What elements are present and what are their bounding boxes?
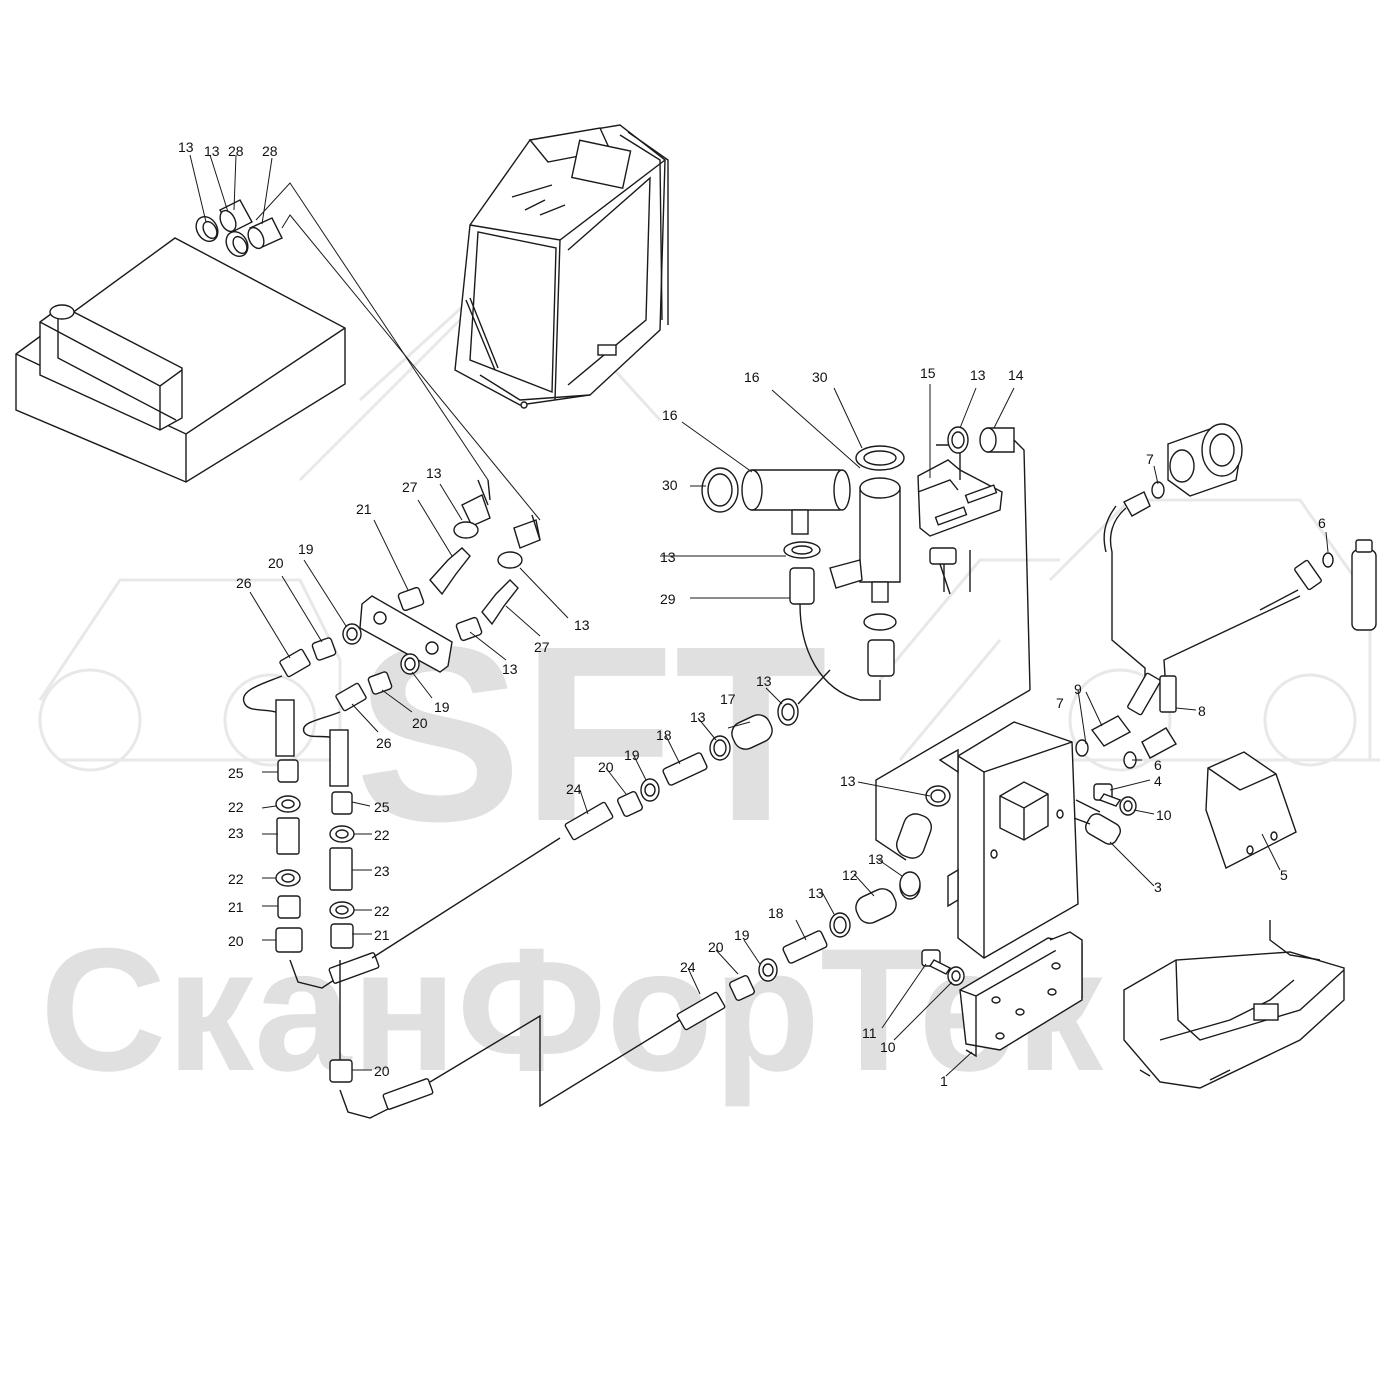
callout-label: 19 bbox=[624, 747, 640, 763]
right-hoses bbox=[1075, 481, 1334, 769]
filter-assembly bbox=[701, 445, 905, 701]
lower-left-hoses bbox=[289, 837, 681, 1119]
fitting-stack-left bbox=[275, 699, 303, 953]
callout-label: 13 bbox=[178, 139, 194, 155]
callout-label: 20 bbox=[598, 759, 614, 775]
callout-label: 21 bbox=[374, 927, 390, 943]
cover-plate-5 bbox=[1205, 751, 1297, 869]
callout-leaders bbox=[189, 154, 1329, 1077]
callout-label: 13 bbox=[808, 885, 824, 901]
callout-label: 19 bbox=[434, 699, 450, 715]
callout-label: 13 bbox=[204, 143, 220, 159]
upper-hose-ends bbox=[453, 479, 541, 569]
callout-label: 26 bbox=[236, 575, 252, 591]
callout-label: 21 bbox=[228, 899, 244, 915]
callout-numbers: 13 13 28 28 16 30 15 13 14 16 30 13 29 7… bbox=[178, 139, 1326, 1089]
control-box bbox=[938, 721, 1079, 959]
callout-label: 28 bbox=[262, 143, 278, 159]
receiver-drier bbox=[1351, 539, 1377, 631]
callout-label: 20 bbox=[412, 715, 428, 731]
callout-label: 22 bbox=[374, 827, 390, 843]
machine-frame-assembly bbox=[1123, 920, 1345, 1089]
callout-label: 13 bbox=[868, 851, 884, 867]
upper-hose-chain bbox=[564, 669, 831, 841]
bolt-11-washer-10 bbox=[921, 949, 965, 986]
callout-label: 14 bbox=[1008, 367, 1024, 383]
callout-label: 22 bbox=[228, 799, 244, 815]
compressor bbox=[1167, 423, 1243, 497]
callout-label: 28 bbox=[228, 143, 244, 159]
callout-label: 13 bbox=[502, 661, 518, 677]
watermark-company-text: СканФорТек bbox=[40, 913, 1104, 1108]
callout-label: 6 bbox=[1318, 515, 1326, 531]
elbow-fittings-27 bbox=[429, 547, 519, 626]
top-clamps-group bbox=[195, 199, 283, 258]
callout-label: 17 bbox=[720, 691, 736, 707]
hose-line-2 bbox=[281, 214, 541, 521]
callout-label: 8 bbox=[1198, 703, 1206, 719]
callout-label: 1 bbox=[940, 1073, 948, 1089]
callout-label: 5 bbox=[1280, 867, 1288, 883]
clamp-sleeve-13-14 bbox=[875, 426, 1031, 861]
callout-label: 20 bbox=[228, 933, 244, 949]
callout-label: 30 bbox=[662, 477, 678, 493]
callout-label: 27 bbox=[534, 639, 550, 655]
callout-label: 19 bbox=[298, 541, 314, 557]
callout-label: 23 bbox=[374, 863, 390, 879]
callout-label: 29 bbox=[660, 591, 676, 607]
bracket-15 bbox=[917, 444, 1003, 595]
callout-label: 24 bbox=[680, 959, 696, 975]
bolt-4-washer-10 bbox=[1075, 783, 1137, 816]
callout-label: 18 bbox=[656, 727, 672, 743]
callout-label: 10 bbox=[1156, 807, 1172, 823]
callout-label: 9 bbox=[1074, 681, 1082, 697]
callout-label: 24 bbox=[566, 781, 582, 797]
callout-label: 18 bbox=[768, 905, 784, 921]
callout-label: 13 bbox=[690, 709, 706, 725]
hose-line-1 bbox=[255, 182, 489, 481]
callout-label: 30 bbox=[812, 369, 828, 385]
sleeve-3 bbox=[1073, 813, 1121, 845]
callout-label: 19 bbox=[734, 927, 750, 943]
callout-label: 11 bbox=[862, 1025, 877, 1041]
callout-label: 25 bbox=[228, 765, 244, 781]
callout-label: 13 bbox=[574, 617, 590, 633]
callout-label: 25 bbox=[374, 799, 390, 815]
callout-label: 15 bbox=[920, 365, 936, 381]
callout-label: 16 bbox=[744, 369, 760, 385]
callout-label: 13 bbox=[756, 673, 772, 689]
callout-label: 27 bbox=[402, 479, 418, 495]
callout-label: 26 bbox=[376, 735, 392, 751]
callout-label: 3 bbox=[1154, 879, 1162, 895]
callout-label: 23 bbox=[228, 825, 244, 841]
callout-label: 13 bbox=[660, 549, 676, 565]
callout-label: 20 bbox=[268, 555, 284, 571]
washers-and-nuts-19-20 bbox=[311, 623, 420, 695]
callout-label: 22 bbox=[228, 871, 244, 887]
callout-label: 13 bbox=[426, 465, 442, 481]
callout-label: 12 bbox=[842, 867, 858, 883]
adapters-21-13 bbox=[397, 586, 483, 642]
callout-label: 13 bbox=[970, 367, 986, 383]
callout-label: 20 bbox=[374, 1063, 390, 1079]
heater-unit-box bbox=[15, 237, 346, 483]
fitting-stack-right bbox=[329, 729, 355, 949]
callout-label: 7 bbox=[1146, 451, 1154, 467]
callout-label: 10 bbox=[880, 1039, 896, 1055]
callout-label: 20 bbox=[708, 939, 724, 955]
callout-label: 4 bbox=[1154, 773, 1162, 789]
cab-illustration bbox=[454, 124, 669, 409]
callout-label: 16 bbox=[662, 407, 678, 423]
clamps-near-box bbox=[896, 785, 951, 897]
callout-label: 7 bbox=[1056, 695, 1064, 711]
callout-label: 22 bbox=[374, 903, 390, 919]
callout-label: 13 bbox=[840, 773, 856, 789]
callout-label: 21 bbox=[356, 501, 372, 517]
callout-label: 6 bbox=[1154, 757, 1162, 773]
